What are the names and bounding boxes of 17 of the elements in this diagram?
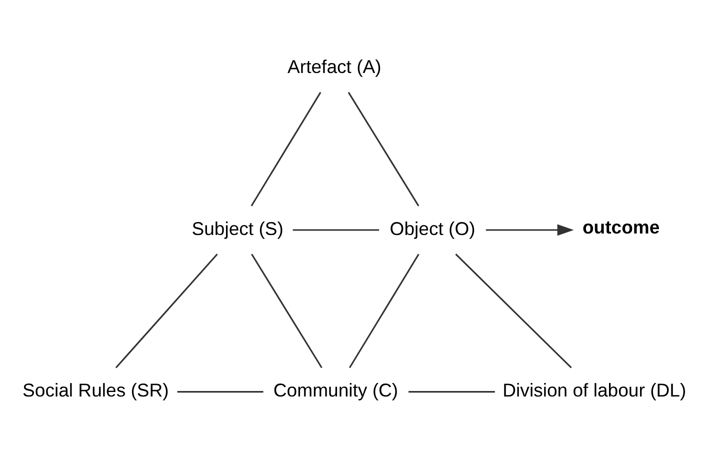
connector (250, 92, 322, 206)
node-text: Division of labour (DL) (502, 380, 686, 401)
connector (177, 391, 264, 393)
node-text: Object (O) (390, 218, 476, 239)
arrow (486, 224, 574, 236)
node-text: Social Rules (SR) (22, 380, 169, 401)
connector (408, 391, 495, 393)
node-text: Artefact (A) (288, 56, 382, 78)
connector (348, 92, 420, 206)
connector (455, 254, 572, 368)
connector (348, 254, 420, 368)
connector (251, 254, 322, 368)
node-text: outcome (582, 216, 660, 238)
node-text: Community (C) (273, 380, 398, 401)
connector (115, 254, 218, 368)
connector (292, 229, 380, 231)
node-text: Subject (S) (192, 218, 284, 239)
